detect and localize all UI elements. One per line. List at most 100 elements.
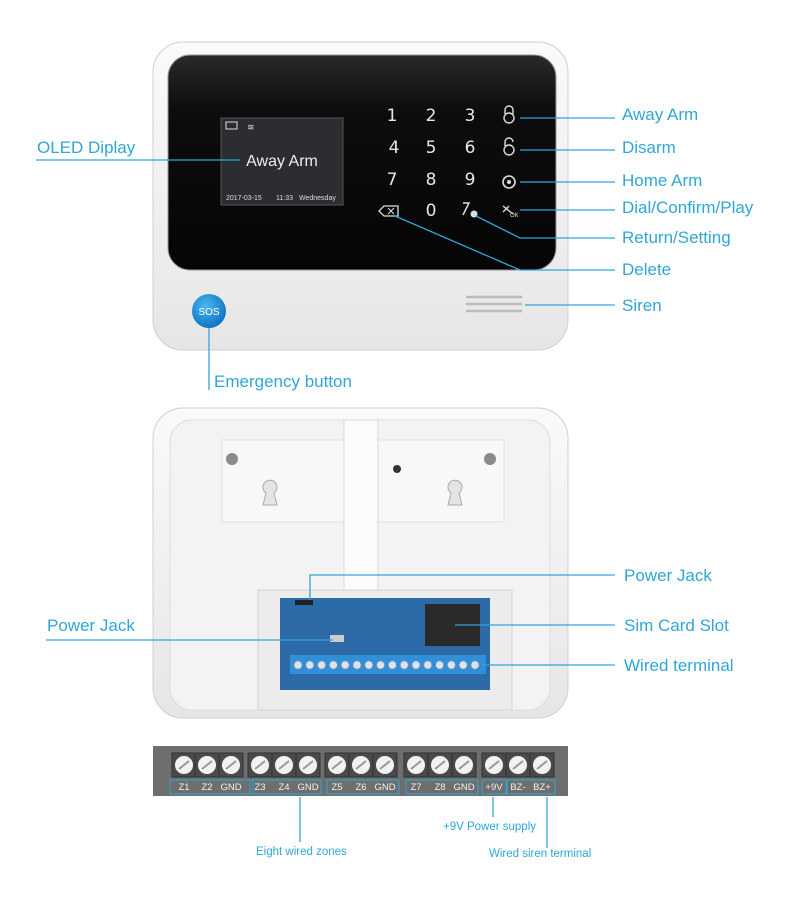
key-5[interactable]: 5	[426, 138, 437, 158]
terminal-z2: Z2	[194, 752, 220, 793]
oled-screen: ≋ Away Arm 2017-03-15 11:33 Wednesday	[220, 117, 344, 206]
battery-icon	[225, 121, 238, 130]
unlock-icon[interactable]	[503, 137, 515, 156]
key-7[interactable]: 7	[387, 170, 398, 190]
phone-ok-icon[interactable]: OK	[502, 205, 519, 219]
pcb-terminal-screw	[446, 660, 457, 670]
sos-label: SOS	[198, 307, 219, 318]
zone-group-outline	[249, 779, 322, 795]
terminal-z4: Z4	[271, 752, 297, 793]
terminal-label: GND	[374, 782, 395, 793]
terminal-label: Z5	[331, 782, 342, 793]
pcb-terminal-screw	[411, 660, 421, 670]
front-panel: ≋ Away Arm 2017-03-15 11:33 Wednesday 1 …	[152, 41, 569, 351]
label-delete: Delete	[622, 260, 671, 279]
label-power-jack-left: Power Jack	[47, 616, 135, 635]
screen-weekday: Wednesday	[299, 195, 336, 202]
pcb-terminal-screw	[328, 660, 339, 670]
key-6[interactable]: 6	[465, 138, 476, 158]
terminal-bzminus: BZ-	[505, 752, 531, 793]
label-zones: Eight wired zones	[256, 846, 347, 858]
siren-group-outline	[506, 779, 556, 795]
terminal-label: Z1	[178, 782, 189, 793]
key-3[interactable]: 3	[465, 106, 476, 126]
zone-group-outline	[405, 779, 479, 795]
keyhole-icon	[262, 479, 463, 506]
terminal-gnd: GND	[295, 752, 321, 793]
back-annotations: Power Jack Sim Card Slot Wired terminal …	[46, 566, 734, 675]
terminal-z7: Z7	[403, 752, 429, 793]
label-siren-terminal: Wired siren terminal	[489, 848, 591, 860]
siren-grille	[466, 295, 522, 313]
power-group-outline	[481, 779, 507, 795]
pcb-terminal-screw	[340, 660, 350, 670]
back-panel	[152, 407, 569, 719]
key-0[interactable]: 0	[426, 201, 437, 221]
lock-icon[interactable]	[503, 105, 515, 124]
terminal-gnd: GND	[218, 752, 244, 793]
key-8[interactable]: 8	[426, 170, 437, 190]
terminal-label: GND	[297, 782, 318, 793]
terminal-gnd: GND	[372, 752, 398, 793]
terminal-label: BZ-	[510, 782, 525, 793]
label-home-arm: Home Arm	[622, 171, 702, 190]
label-disarm: Disarm	[622, 138, 676, 157]
pcb-terminal-screw	[458, 660, 468, 670]
pcb-terminal-screw	[470, 660, 480, 670]
label-dial: Dial/Confirm/Play	[622, 198, 754, 217]
terminal-z1: Z1	[171, 752, 197, 793]
label-sim: Sim Card Slot	[624, 616, 729, 635]
pcb-terminal-screw	[434, 660, 445, 670]
screen-mode: Away Arm	[246, 153, 318, 170]
label-emergency: Emergency button	[214, 372, 352, 391]
label-siren: Siren	[622, 296, 662, 315]
wifi-icon: ≋	[247, 122, 255, 132]
pcb-terminal-screw	[364, 660, 374, 670]
home-shield-icon[interactable]	[502, 175, 516, 189]
delete-icon[interactable]	[378, 205, 399, 217]
terminal-label: Z8	[434, 782, 445, 793]
label-oled: OLED Diplay	[37, 138, 136, 157]
key-2[interactable]: 2	[426, 106, 437, 126]
screen-date: 2017-03-15	[226, 195, 262, 202]
key-4[interactable]: 4	[389, 138, 400, 158]
key-9[interactable]: 9	[465, 170, 476, 190]
terminal-plus9v: +9V	[481, 752, 507, 793]
label-return: Return/Setting	[622, 228, 731, 247]
label-power-jack-right: Power Jack	[624, 566, 712, 585]
pcb-terminal-screw	[387, 660, 398, 670]
pcb-terminal-screw	[316, 660, 327, 670]
pcb-terminal-screw	[399, 660, 409, 670]
pcb-terminal-screw	[293, 660, 303, 670]
terminal-label: GND	[220, 782, 241, 793]
power-jack	[295, 600, 313, 605]
terminal-label: +9V	[485, 782, 503, 793]
pcb-terminal-screw	[423, 660, 433, 670]
pcb-terminal-screw	[352, 660, 362, 670]
terminal-label: Z3	[254, 782, 265, 793]
label-wired: Wired terminal	[624, 656, 734, 675]
circuit-board	[280, 598, 490, 690]
screen-time: 11:33	[276, 195, 293, 202]
pcb-terminal-screw	[305, 660, 315, 670]
sos-button[interactable]: SOS	[192, 294, 226, 328]
return-gear-icon[interactable]	[462, 202, 478, 218]
terminal-label: Z7	[410, 782, 421, 793]
label-away-arm: Away Arm	[622, 105, 698, 124]
zone-group-outline	[169, 779, 254, 795]
key-1[interactable]: 1	[387, 106, 398, 126]
terminal-z5: Z5	[324, 752, 350, 793]
svg-text:OK: OK	[510, 213, 519, 219]
terminal-label: BZ+	[533, 782, 551, 793]
terminal-label: Z6	[355, 782, 366, 793]
terminal-label: Z4	[278, 782, 289, 793]
terminal-label: Z2	[201, 782, 212, 793]
terminal-annotations: Eight wired zones +9V Power supply Wired…	[256, 797, 591, 860]
keypad: 1 2 3 4 5 6 7 8 9 0 OK	[378, 105, 519, 221]
zone-group-outline	[326, 779, 400, 795]
power-switch[interactable]	[330, 635, 344, 642]
front-annotations: OLED Diplay Away Arm Disarm Home Arm Dia…	[36, 105, 754, 391]
terminal-bzplus: BZ+	[529, 752, 555, 793]
